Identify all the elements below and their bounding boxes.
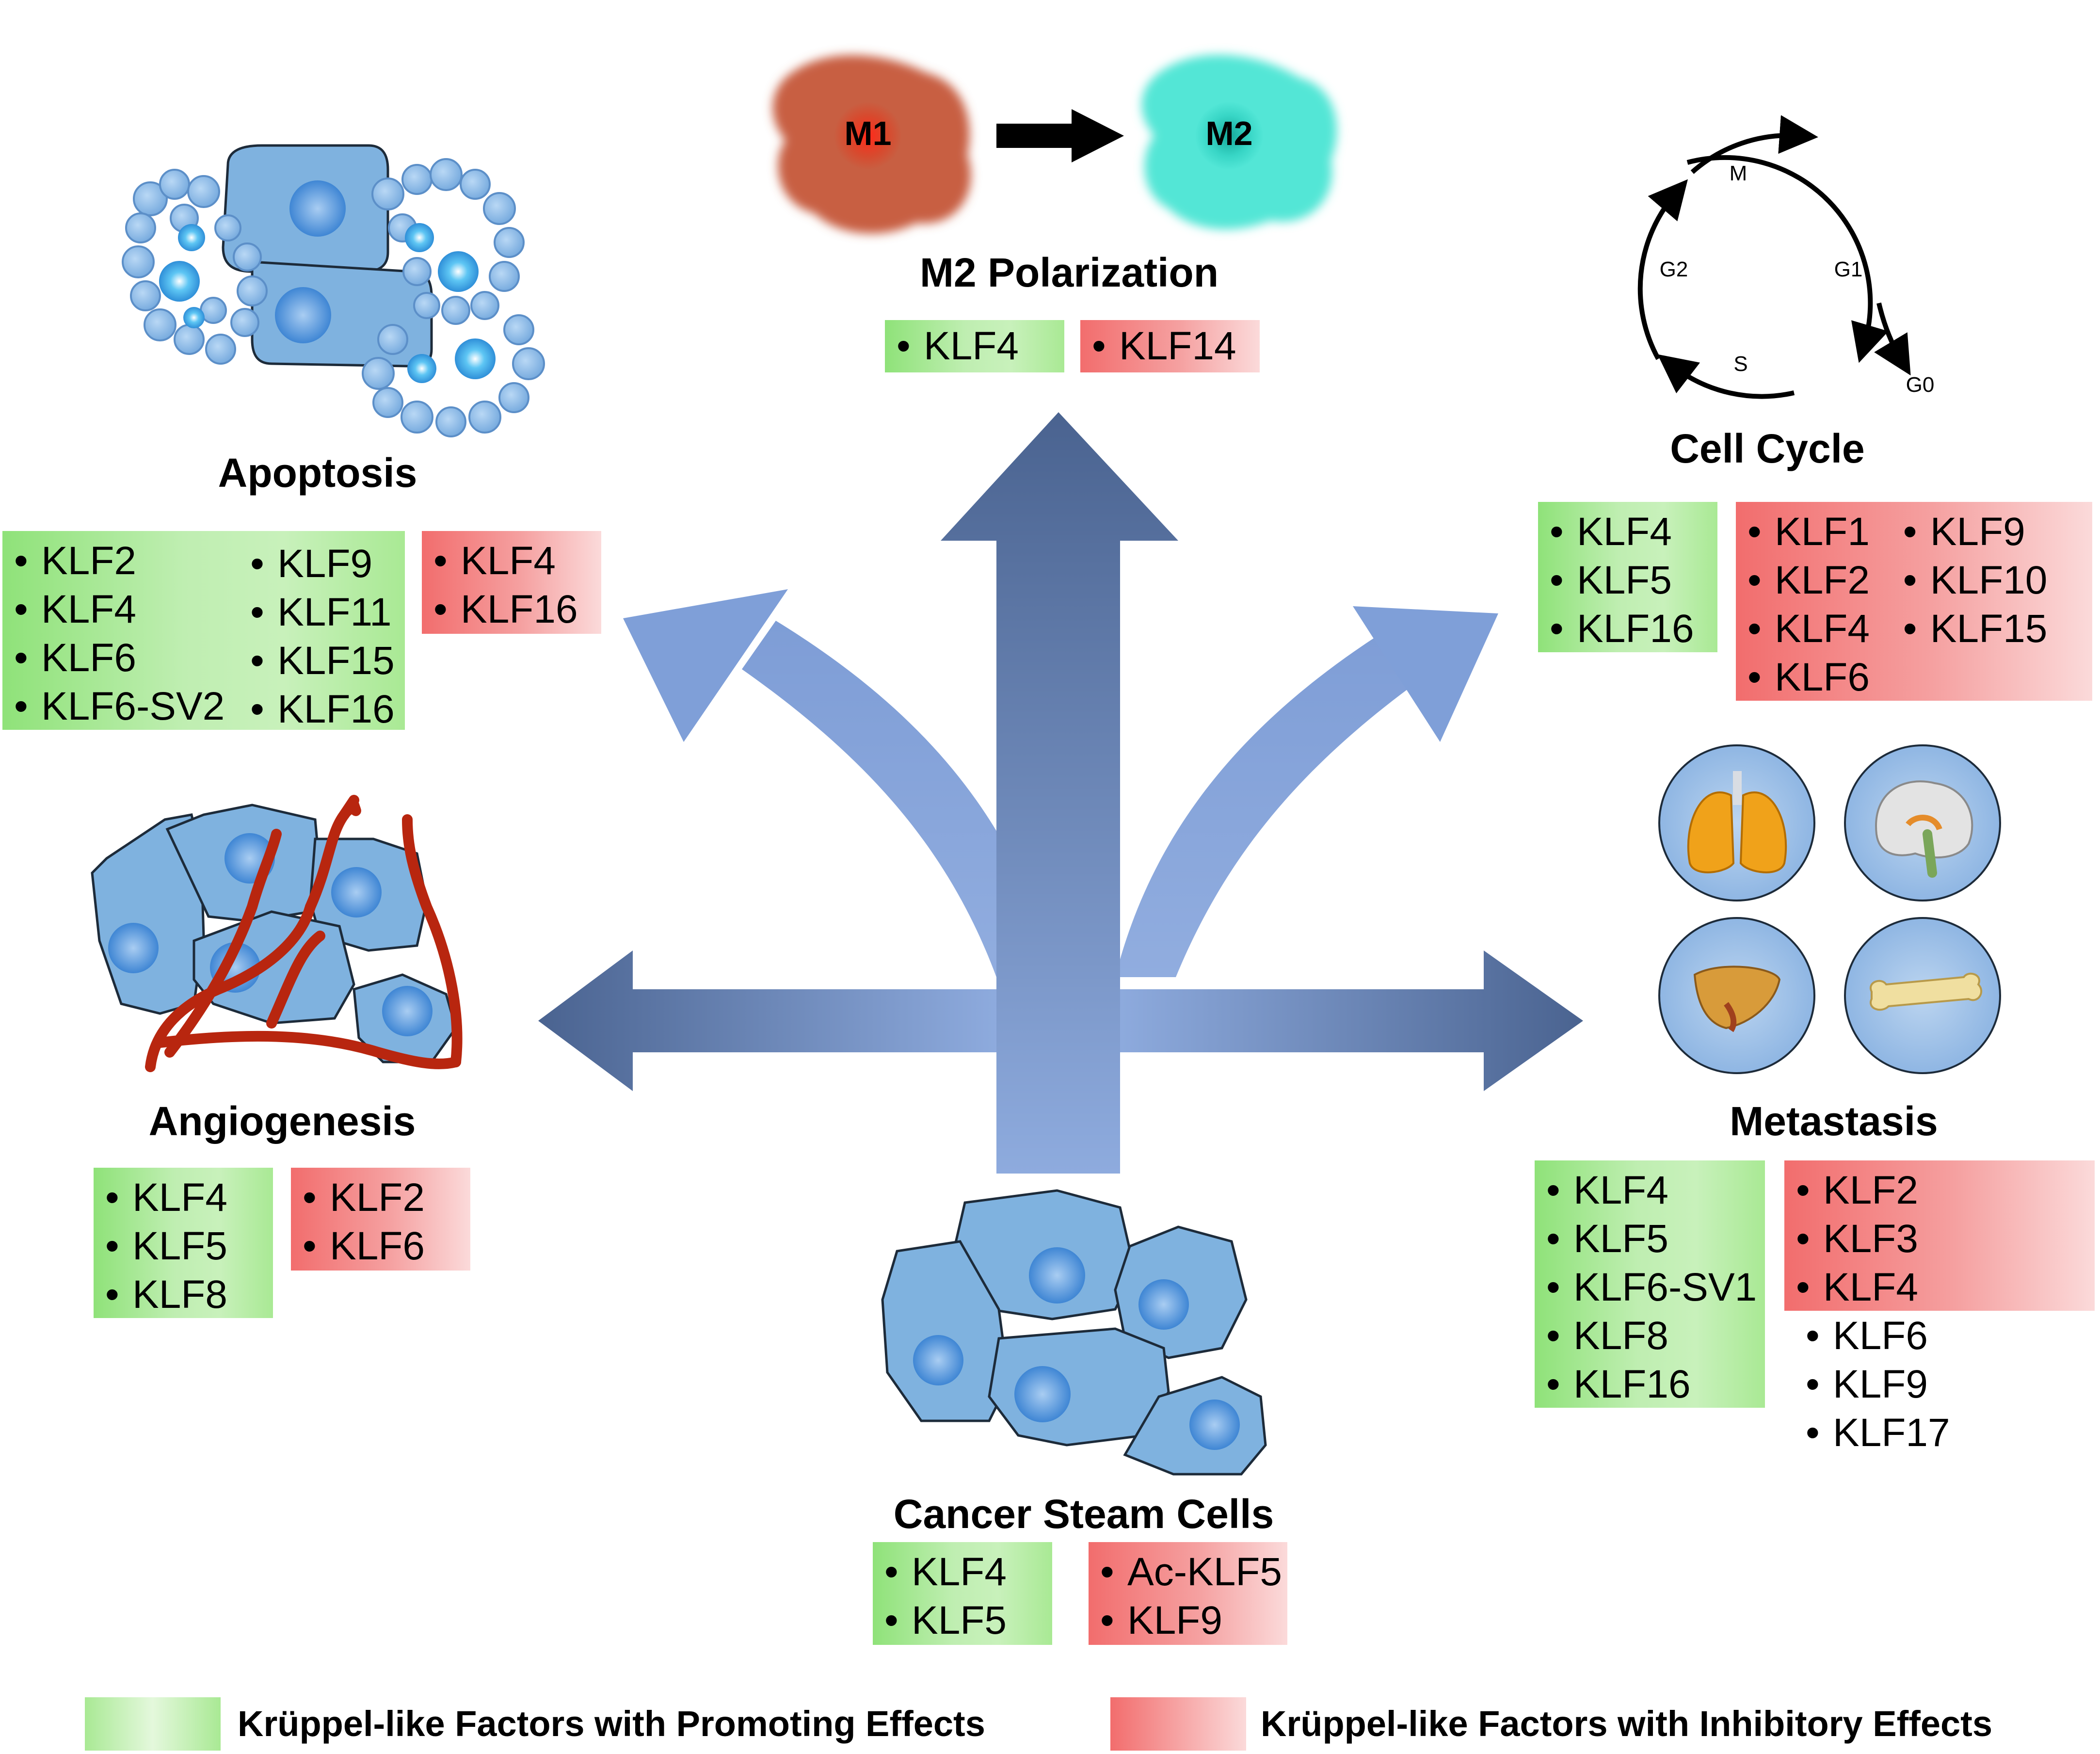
arrow-head-apoptosis [623,589,788,742]
list-item: KLF4 [882,1548,1043,1596]
liver-icon [1693,966,1781,1032]
list-item: KLF6-SV2 [11,682,224,731]
list-item: KLF6 [11,634,224,682]
metastasis-inhibitory-box: KLF2 KLF3 KLF4 KLF6 KLF9 KLF17 [1784,1160,2095,1455]
list-item: KLF4 [1543,1166,1756,1215]
metastasis-title: Metastasis [1730,1098,1938,1144]
list-item: KLF9 [1900,508,2048,556]
list-item: Ac-KLF5 [1097,1548,1282,1596]
list-item: KLF4 [894,322,1056,370]
cell-cycle-diagram [1637,115,1911,399]
cancer-stem-cells [881,1189,1267,1476]
cell-cycle-promoting-box: KLF4 KLF5 KLF16 [1538,502,1717,652]
list-item: KLF4 [11,585,224,634]
list-item: KLF16 [431,585,593,634]
apoptosis-promoting-box: KLF2 KLF4 KLF6 KLF6-SV2 KLF9 KLF11 KLF15… [2,531,405,731]
csc-promoting-box: KLF4 KLF5 [873,1542,1052,1645]
list-item: KLF9 [1803,1360,1950,1409]
m2-inhibitory-box: KLF14 [1080,320,1260,372]
arrow-to-cell-cycle [1115,621,1435,977]
apoptosis-inhibitory-box: KLF4 KLF16 [422,531,601,634]
list-item: KLF5 [102,1222,264,1271]
list-item: KLF15 [1900,605,2048,653]
angiogenesis-inhibitory-box: KLF2 KLF6 [291,1168,470,1271]
m1-label: M1 [844,114,892,152]
list-item: KLF8 [102,1271,264,1319]
list-item: KLF6-SV1 [1543,1263,1757,1312]
legend-promoting-swatch [85,1697,221,1751]
list-item: KLF4 [102,1174,264,1222]
list-item: KLF5 [1547,556,1709,605]
m1-to-m2-arrow [996,109,1124,162]
brain-icon [1875,780,1973,878]
list-item: KLF5 [882,1596,1043,1645]
list-item: KLF2 [1745,556,1870,605]
stage-g0-label: G0 [1906,373,1935,397]
stage-s-label: S [1733,352,1747,376]
list-item: KLF2 [300,1174,462,1222]
central-arrows [538,412,1583,1174]
lungs-icon [1687,771,1787,873]
list-item: KLF9 [247,540,395,588]
stage-g1-label: G1 [1834,257,1863,281]
list-item: KLF6 [300,1222,462,1271]
metastasis-promoting-box: KLF4 KLF5 KLF6-SV1 KLF8 KLF16 [1535,1160,1765,1408]
list-item: KLF4 [431,537,593,585]
cell-cycle-inhibitory-box: KLF1 KLF2 KLF4 KLF6 KLF9 KLF10 KLF15 [1736,502,2092,701]
bone-icon [1870,972,1982,1011]
list-item: KLF9 [1097,1596,1279,1645]
list-item: KLF16 [1543,1360,1756,1409]
cancer-stem-cells-title: Cancer Steam Cells [893,1491,1274,1537]
list-item: KLF16 [1547,605,1709,653]
apoptotic-blebs [122,158,545,437]
list-item: KLF5 [1543,1215,1756,1263]
angiogenesis-title: Angiogenesis [148,1098,416,1144]
cancer-stem-cell-nuclei [913,1247,1240,1450]
m2-label: M2 [1205,114,1253,152]
m2-promoting-box: KLF4 [885,320,1064,372]
cell-cycle-title: Cell Cycle [1670,426,1865,471]
list-item: KLF3 [1793,1215,1918,1263]
stage-m-label: M [1730,161,1747,185]
macrophage-m2 [1141,54,1337,230]
list-item: KLF2 [1793,1166,1918,1215]
arrow-head-cell-cycle [1353,606,1498,742]
angiogenesis-promoting-box: KLF4 KLF5 KLF8 [94,1168,273,1318]
list-item: KLF6 [1745,653,1870,702]
arrow-to-m2-polarization [941,412,1178,1174]
list-item: KLF15 [247,637,395,685]
apoptosis-title: Apoptosis [218,450,417,496]
arrow-to-metastasis [1115,950,1583,1091]
blood-vessels [145,795,463,1072]
apoptotic-bodies [159,223,496,383]
macrophage-m1 [772,55,971,234]
m2-polarization-title: M2 Polarization [919,250,1219,295]
list-item: KLF2 [11,537,224,585]
arrow-to-apoptosis [742,621,1057,977]
list-item: KLF10 [1900,556,2048,605]
list-item: KLF14 [1089,322,1251,370]
list-item: KLF1 [1745,508,1870,556]
list-item: KLF6 [1803,1312,1950,1360]
arrow-to-angiogenesis [538,950,999,1091]
list-item: KLF4 [1745,605,1870,653]
csc-inhibitory-box: Ac-KLF5 KLF9 [1089,1542,1287,1645]
list-item: KLF16 [247,685,395,734]
list-item: KLF4 [1793,1263,1918,1312]
stage-g2-label: G2 [1660,257,1688,281]
list-item: KLF17 [1803,1409,1950,1457]
list-item: KLF11 [247,588,395,637]
list-item: KLF4 [1547,508,1709,556]
legend-inhibitory-swatch [1110,1697,1246,1751]
legend-inhibitory-label: Krüppel-like Factors with Inhibitory Eff… [1261,1704,1992,1744]
legend-promoting-label: Krüppel-like Factors with Promoting Effe… [238,1704,985,1744]
list-item: KLF8 [1543,1312,1756,1360]
